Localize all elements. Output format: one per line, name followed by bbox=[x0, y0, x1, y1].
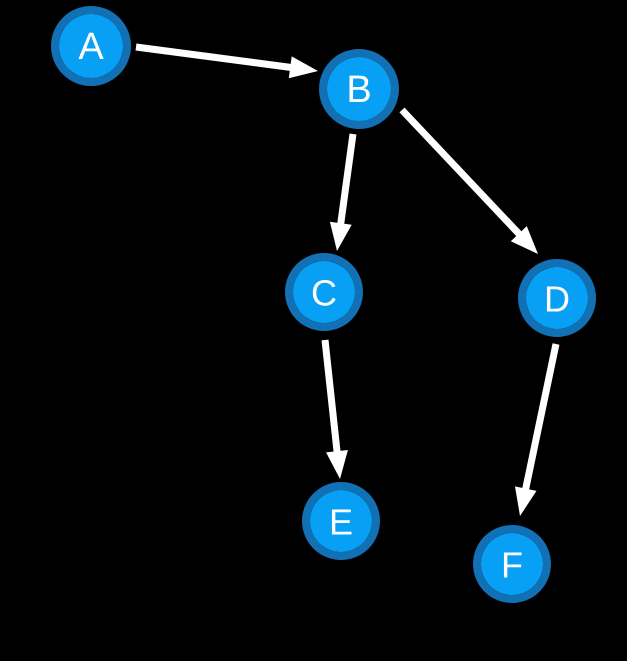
edge-b-to-c bbox=[329, 133, 357, 251]
edge-d-to-f bbox=[514, 343, 560, 516]
edge-line bbox=[321, 339, 341, 455]
edge-line bbox=[336, 133, 357, 227]
node-fill bbox=[59, 14, 123, 78]
edge-line bbox=[135, 43, 294, 72]
node-fill bbox=[481, 533, 543, 595]
arrowhead-icon bbox=[288, 56, 318, 79]
node-ring bbox=[319, 49, 399, 129]
edge-line bbox=[399, 107, 524, 239]
node-label-c: C bbox=[311, 273, 337, 314]
node-ring bbox=[302, 482, 380, 560]
node-ring bbox=[285, 253, 363, 331]
node-fill bbox=[293, 261, 355, 323]
edge-a-to-b bbox=[135, 43, 318, 79]
graph-node-f[interactable]: F bbox=[473, 525, 551, 603]
node-ring bbox=[473, 525, 551, 603]
edge-c-to-e bbox=[321, 339, 348, 479]
node-label-d: D bbox=[544, 279, 570, 320]
node-label-b: B bbox=[346, 69, 371, 111]
graph-node-b[interactable]: B bbox=[319, 49, 399, 129]
graph-node-a[interactable]: A bbox=[51, 6, 131, 86]
node-fill bbox=[310, 490, 372, 552]
graph-node-e[interactable]: E bbox=[302, 482, 380, 560]
node-label-e: E bbox=[329, 502, 353, 543]
node-fill bbox=[526, 267, 588, 329]
arrowhead-icon bbox=[326, 449, 348, 479]
node-ring bbox=[518, 259, 596, 337]
edge-b-to-d bbox=[399, 107, 538, 254]
node-ring bbox=[51, 6, 131, 86]
node-label-a: A bbox=[78, 26, 104, 68]
node-fill bbox=[327, 57, 391, 121]
node-label-f: F bbox=[501, 545, 523, 586]
edges-layer bbox=[135, 43, 560, 516]
graph-node-d[interactable]: D bbox=[518, 259, 596, 337]
arrowhead-icon bbox=[514, 486, 537, 516]
graph-node-c[interactable]: C bbox=[285, 253, 363, 331]
edge-line bbox=[521, 343, 560, 493]
nodes-layer: A B C D E F bbox=[51, 6, 596, 603]
arrowhead-icon bbox=[329, 221, 352, 251]
arrowhead-icon bbox=[510, 226, 538, 254]
